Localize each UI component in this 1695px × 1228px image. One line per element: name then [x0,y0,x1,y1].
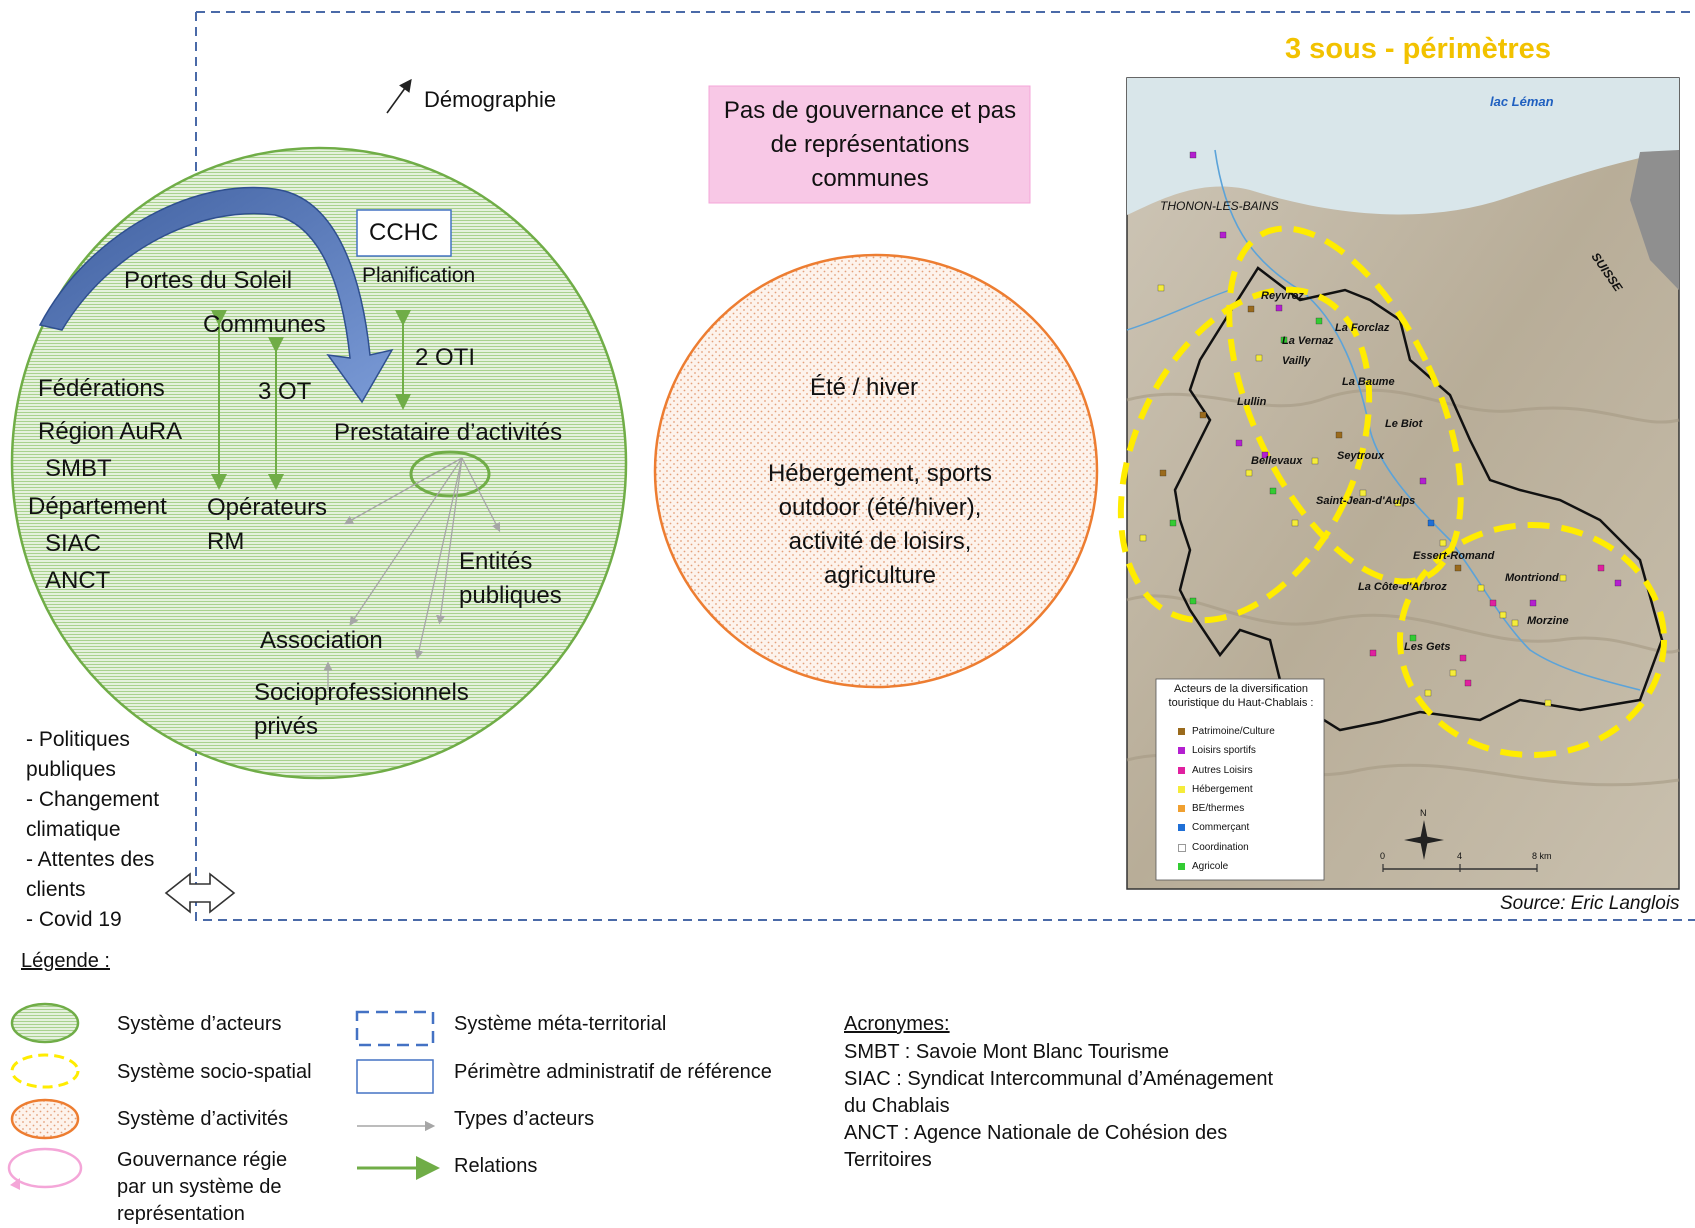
label-federations: Fédérations [38,375,165,402]
label-communes: Communes [203,311,326,338]
map-city-label: THONON-LES-BAINS [1160,199,1279,213]
governance-text: Pas de gouvernance et pas de représentat… [723,97,1017,192]
label-planification: Planification [362,264,476,287]
actor-type-arrows [323,457,501,690]
label-ot: 3 OT [258,378,312,405]
map-figure [1117,77,1680,890]
factor-3: - Attentes des clients [26,848,155,901]
map-legend-item: Patrimoine/Culture [1178,726,1275,745]
legend-activities-symbol [10,1098,80,1140]
legend-actors-symbol [10,1002,80,1044]
label-socioprofessionnels: Socioprofessionnels privés [254,679,469,740]
external-double-arrow [164,872,236,914]
legend-relations-label: Relations [454,1155,538,1177]
map-source: Source: Eric Langlois [1500,893,1680,914]
map-lake-label: lac Léman [1490,94,1554,109]
legend-title: Légende : [21,950,110,972]
scale-4: 4 [1457,851,1463,861]
factor-2: - Changement climatique [26,788,160,841]
external-factors: - Politiques publiques - Changement clim… [26,725,186,935]
place-seytroux: Seytroux [1337,450,1385,462]
demography-label: Démographie [424,87,557,112]
legend-socio-spatial-label: Système socio-spatial [117,1061,312,1083]
label-anct: ANCT [45,567,111,594]
factor-4: - Covid 19 [26,908,122,931]
label-cchc: CCHC [369,219,439,246]
label-oti: 2 OTI [415,344,476,371]
place-morzine: Morzine [1527,615,1569,627]
map-title: 3 sous - périmètres [1285,33,1551,65]
label-association: Association [260,627,383,654]
label-departement: Département [28,493,167,520]
acronym-anct: ANCT : Agence Nationale de Cohésion des … [844,1122,1228,1171]
map-legend-title: Acteurs de la diversification touristiqu… [1168,683,1314,709]
demography-arrow [386,78,412,114]
north-arrow [1404,820,1444,860]
label-siac: SIAC [45,530,102,557]
scale-8km: 8 km [1532,851,1552,861]
label-smbt: SMBT [45,455,112,482]
map-legend-item: Coordination [1178,842,1275,861]
portes-du-soleil-arrow [38,186,394,404]
place-saint-jean-d-aulps: Saint-Jean-d'Aulps [1316,495,1416,507]
activity-system-circle [653,253,1099,689]
place-la-baume: La Baume [1342,376,1395,388]
label-season: Été / hiver [810,374,919,401]
legend-actor-type-label: Types d’acteurs [454,1108,595,1130]
governance-box [708,85,1031,204]
place-bellevaux: Bellevaux [1251,455,1303,467]
place-la-vernaz: La Vernaz [1282,335,1334,347]
label-entites-publiques: Entités publiques [459,548,562,609]
place-essert-romand: Essert-Romand [1413,550,1495,562]
label-region-aura: Région AuRA [38,418,183,445]
factor-1: - Politiques publiques [26,728,130,781]
place-lullin: Lullin [1237,396,1267,408]
place-la-cote-d-arbroz: La Côte-d'Arbroz [1358,581,1447,593]
label-portes-du-soleil: Portes du Soleil [124,267,293,294]
map-legend-item: Loisirs sportifs [1178,745,1275,764]
legend-meta-label: Système méta-territorial [454,1013,667,1035]
map-legend-item: BE/thermes [1178,803,1275,822]
place-la-forclaz: La Forclaz [1335,322,1390,334]
legend-socio-spatial-symbol [10,1053,80,1089]
cchc-box [356,209,452,257]
legend-admin-label: Périmètre administratif de référence [454,1061,772,1083]
acronym-siac: SIAC : Syndicat Intercommunal d’Aménagem… [844,1068,1274,1117]
label-activities: Hébergement, sports outdoor (été/hiver),… [767,460,993,589]
acronyms-list: SMBT : Savoie Mont Blanc Tourisme SIAC :… [844,1039,1294,1174]
place-le-biot: Le Biot [1385,418,1423,430]
legend-actors-label: Système d’acteurs [117,1013,282,1035]
label-prestataire: Prestataire d’activités [334,419,563,446]
prestataire-ellipse [409,450,491,498]
map-legend-items: Patrimoine/Culture Loisirs sportifs Autr… [1178,726,1275,880]
scale-0: 0 [1380,851,1386,861]
map-legend-box [1155,678,1325,881]
legend-activities-label: Système d’activités [117,1108,289,1130]
map-legend-item: Hébergement [1178,784,1275,803]
place-reyvroz: Reyvroz [1261,290,1304,302]
place-montriond: Montriond [1505,572,1559,584]
acronyms-title: Acronymes: [844,1013,950,1035]
actors-system-circle [10,146,628,780]
label-operateurs: Opérateurs RM [207,494,328,555]
legend-meta-symbol [355,1010,435,1047]
legend-governance-symbol [7,1147,83,1189]
place-les-gets: Les Gets [1404,641,1451,653]
acronym-smbt: SMBT : Savoie Mont Blanc Tourisme [844,1041,1169,1063]
legend-admin-symbol [356,1059,434,1094]
map-legend-item: Commerçant [1178,822,1275,841]
map-legend-item: Autres Loisirs [1178,765,1275,784]
legend-governance-label: Gouvernance régie par un système de repr… [117,1149,288,1225]
place-vailly: Vailly [1282,355,1311,367]
map-north: N [1420,808,1427,818]
map-legend-item: Agricole [1178,861,1275,880]
